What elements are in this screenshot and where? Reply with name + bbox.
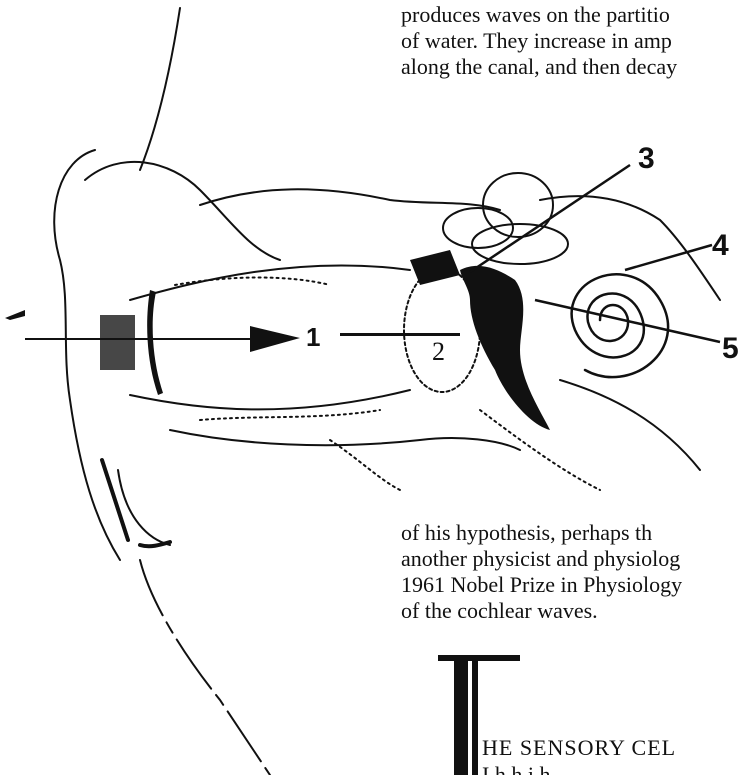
hatched-canal xyxy=(100,315,135,370)
canal-top xyxy=(130,265,410,300)
semicircular-canal-c xyxy=(472,224,568,264)
dotted-edge xyxy=(175,278,330,286)
jaw-contour xyxy=(140,560,270,775)
head-contour xyxy=(140,8,180,170)
hammer-shape xyxy=(410,250,460,285)
label-4-leader xyxy=(625,245,712,270)
cut-off-text-line: I h h i h xyxy=(482,762,550,775)
text-line: 1961 Nobel Prize in Physiology xyxy=(401,572,682,598)
canal-wall xyxy=(147,290,163,395)
label-5: 5 xyxy=(722,332,739,365)
canal-lower-bone xyxy=(170,430,520,450)
text-line: of the cochlear waves. xyxy=(401,598,682,624)
text-line: another physicist and physiolog xyxy=(401,546,682,572)
label-4: 4 xyxy=(712,229,729,262)
label-2: 2 xyxy=(432,337,445,366)
lower-arc xyxy=(140,542,170,546)
label-3: 3 xyxy=(638,142,655,175)
probe xyxy=(5,310,25,320)
semicircular-canal-b xyxy=(443,208,513,248)
bone-outline-lower xyxy=(560,380,700,470)
label-1: 1 xyxy=(306,322,320,352)
ossicles xyxy=(460,266,550,430)
lower-ear-dash xyxy=(102,460,128,540)
canal-bottom xyxy=(130,390,410,409)
label-5-leader xyxy=(535,300,720,342)
canal-upper-bone xyxy=(200,189,500,210)
ear-inner-rim xyxy=(85,162,280,260)
dotted-edge xyxy=(330,440,400,490)
label-1-pointer xyxy=(340,333,460,336)
middle-paragraph: of his hypothesis, perhaps th another ph… xyxy=(401,520,682,624)
section-heading: HE SENSORY CEL xyxy=(482,735,676,761)
text-line: of his hypothesis, perhaps th xyxy=(401,520,682,546)
dotted-edge xyxy=(200,410,380,420)
